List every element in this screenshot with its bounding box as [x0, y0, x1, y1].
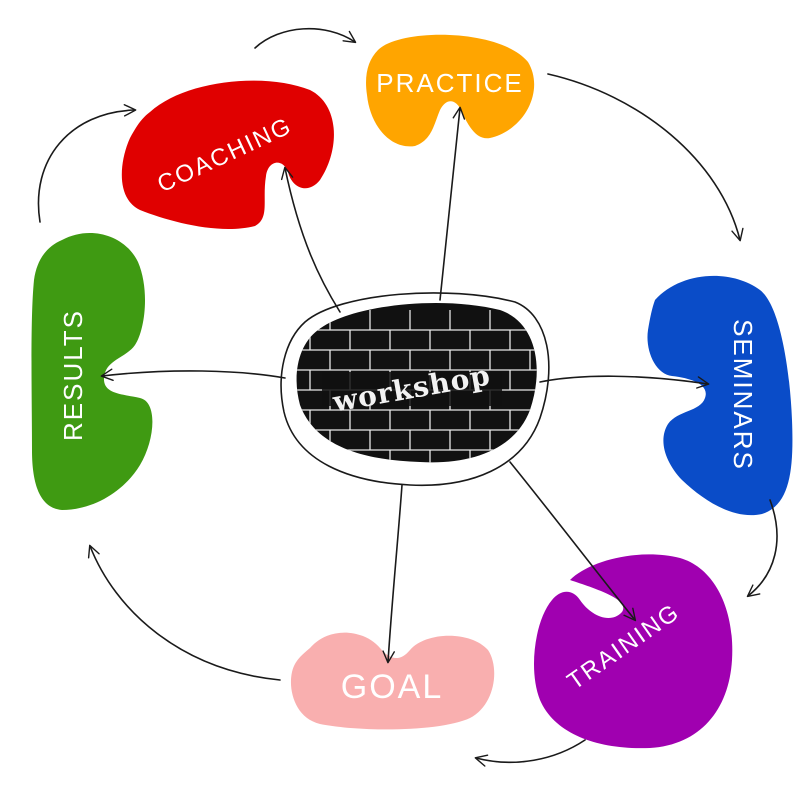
arrow-to-training — [509, 461, 637, 622]
node-practice: PRACTICE — [366, 34, 535, 147]
node-seminars: SEMINARS — [647, 275, 793, 516]
center-outline — [280, 292, 550, 487]
arrow-coaching-to-practice — [254, 27, 357, 49]
node-training: TRAINING — [533, 554, 733, 749]
center-label-backdrop — [322, 372, 502, 406]
results-blob — [31, 233, 153, 510]
results-label: RESULTS — [58, 309, 88, 441]
arrow-to-coaching — [280, 166, 341, 313]
arrow-to-results — [100, 368, 286, 382]
practice-label: PRACTICE — [376, 68, 523, 98]
goal-label: GOAL — [341, 668, 443, 706]
node-goal: GOAL — [290, 632, 495, 730]
seminars-blob — [647, 275, 793, 516]
coaching-blob — [121, 80, 334, 229]
arrow-seminars-to-training — [746, 499, 778, 598]
node-results: RESULTS — [31, 233, 153, 510]
node-coaching: COACHING — [121, 80, 334, 229]
arrow-to-seminars — [539, 375, 710, 389]
spoke-arrows — [100, 106, 710, 664]
training-blob — [533, 554, 733, 749]
arrow-results-to-coaching — [37, 104, 137, 223]
arrow-practice-to-seminars — [547, 73, 744, 242]
cycle-arrows — [37, 27, 778, 767]
goal-blob — [290, 632, 495, 730]
practice-blob — [366, 34, 535, 147]
arrow-to-practice — [439, 106, 466, 301]
seminars-label: SEMINARS — [728, 319, 758, 471]
arrow-to-goal — [382, 484, 403, 664]
arrow-goal-to-results — [87, 544, 281, 681]
center-node: workshop — [280, 292, 550, 487]
arrow-training-to-goal — [474, 739, 586, 767]
